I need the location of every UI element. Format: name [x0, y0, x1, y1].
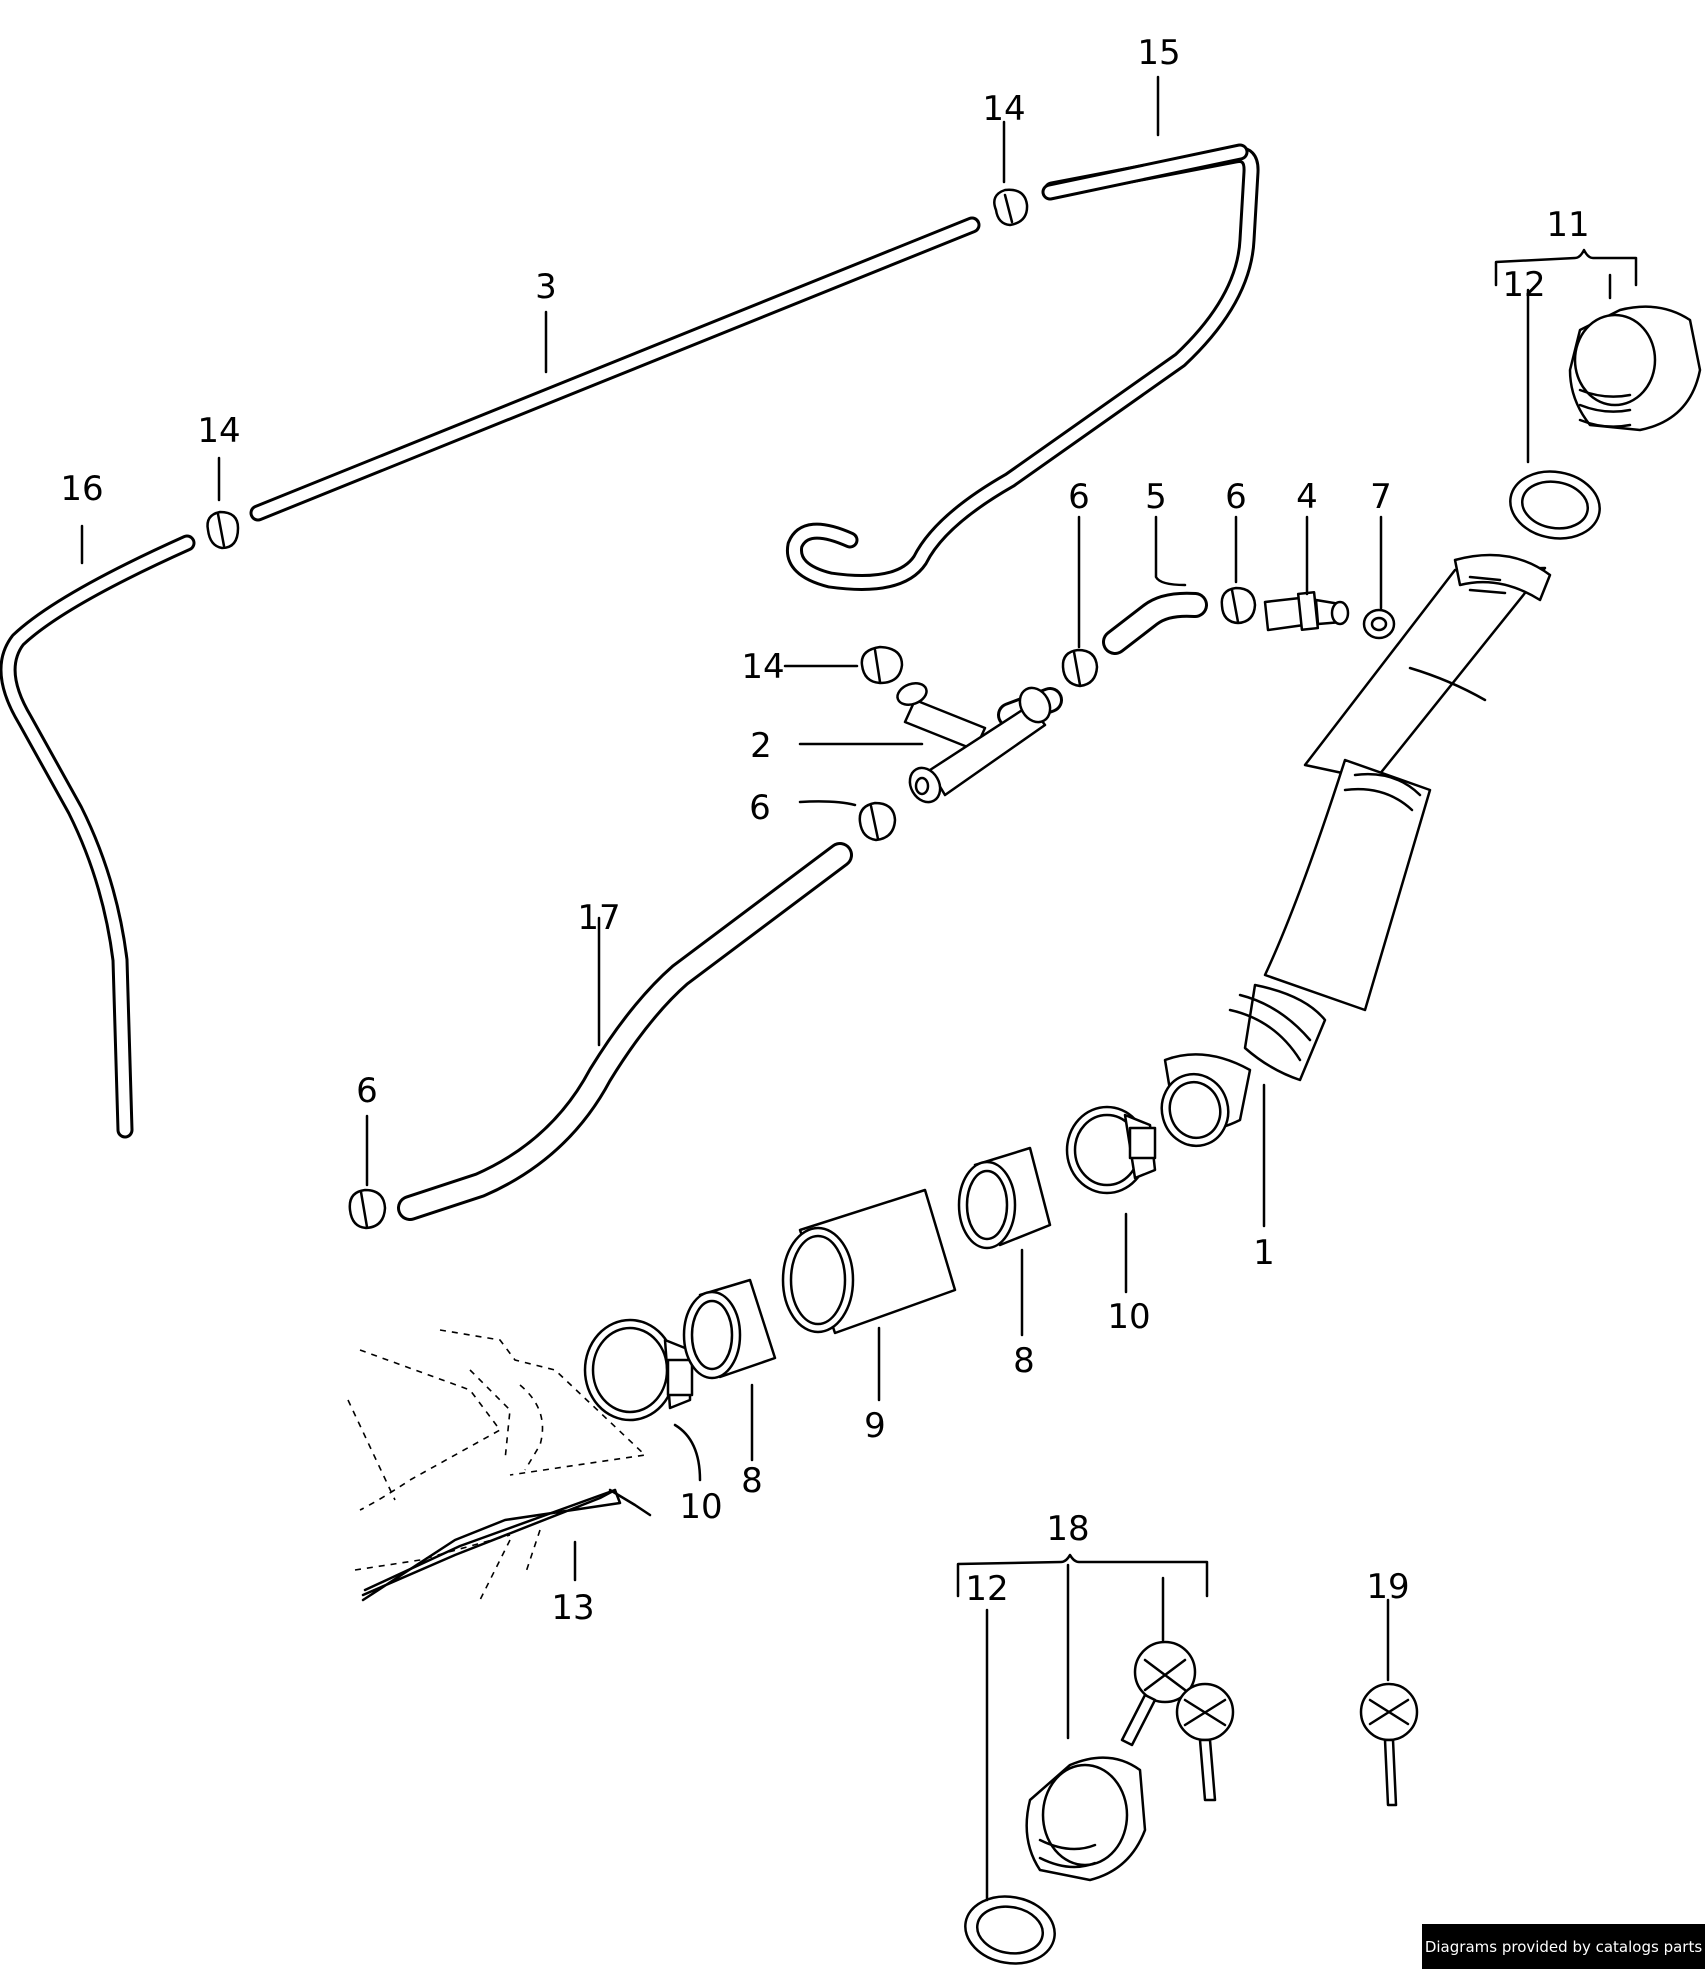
callout-13: 13 — [551, 1588, 594, 1628]
callout-18: 18 — [1046, 1509, 1089, 1549]
callout-5: 5 — [1145, 477, 1167, 517]
clamp-6-top — [1061, 648, 1099, 688]
body-outline-part-13 — [347, 1329, 652, 1602]
key-part-18-b — [1175, 1682, 1235, 1802]
callout-10: 10 — [679, 1487, 722, 1527]
clamp-6-bottom — [348, 1188, 387, 1230]
callout-16: 16 — [60, 469, 103, 509]
callout-12: 12 — [1502, 265, 1545, 305]
callout-6: 6 — [1225, 477, 1247, 517]
ring-part-12-bottom — [964, 1895, 1056, 1965]
callout-4: 4 — [1296, 477, 1318, 517]
callout-7: 7 — [1370, 477, 1392, 517]
sleeve-part-9 — [781, 1188, 957, 1335]
callout-2: 2 — [750, 726, 772, 766]
connector-part-4 — [1263, 591, 1350, 632]
hose-15 — [785, 146, 1260, 591]
key-part-18-a — [1120, 1640, 1197, 1747]
callout-14: 14 — [982, 89, 1025, 129]
clamp-14-mid — [860, 645, 904, 685]
callout-17: 17 — [577, 898, 620, 938]
callout-10: 10 — [1107, 1297, 1150, 1337]
callout-6: 6 — [749, 788, 771, 828]
hose-17 — [397, 842, 853, 1221]
callout-14: 14 — [197, 411, 240, 451]
callouts: 15 14 3 11 12 14 16 6 5 6 4 7 14 2 6 17 … — [60, 33, 1589, 1628]
key-part-19 — [1359, 1682, 1419, 1807]
clamp-14-left — [206, 510, 240, 550]
callout-9: 9 — [864, 1406, 886, 1446]
ring-part-12-top — [1509, 470, 1601, 540]
bracket-part-18 — [956, 1553, 1209, 1598]
callout-6: 6 — [1068, 477, 1090, 517]
callout-12: 12 — [965, 1569, 1008, 1609]
callout-1: 1 — [1253, 1233, 1275, 1273]
callout-8: 8 — [741, 1461, 763, 1501]
attribution-badge: Diagrams provided by catalogs parts — [1422, 1924, 1705, 1969]
callout-15: 15 — [1137, 33, 1180, 73]
hose-15-top — [1041, 143, 1249, 201]
callout-8: 8 — [1013, 1341, 1035, 1381]
hose-clamp-part-10-left — [583, 1318, 694, 1422]
clamp-6-mid — [858, 801, 897, 842]
callout-14: 14 — [741, 647, 784, 687]
hose-5 — [1102, 591, 1208, 655]
callout-19: 19 — [1366, 1567, 1409, 1607]
cap-part-11 — [1568, 305, 1702, 432]
hose-clamp-part-10-right — [1065, 1105, 1157, 1195]
callout-11: 11 — [1546, 205, 1589, 245]
sleeve-part-8-left — [682, 1278, 777, 1380]
cap-part-18 — [1025, 1756, 1147, 1882]
leader-lines — [80, 75, 1612, 1902]
clamp-14-top — [993, 188, 1029, 227]
hose-3 — [249, 216, 981, 522]
clamp-6-right — [1220, 586, 1257, 625]
hose-16 — [0, 534, 196, 1139]
sleeve-part-8-right — [957, 1146, 1052, 1250]
filler-pipe-part-1 — [1160, 553, 1552, 1148]
callout-3: 3 — [535, 267, 557, 307]
callout-6: 6 — [356, 1071, 378, 1111]
bracket-part-11 — [1494, 248, 1638, 287]
washer-part-7 — [1362, 608, 1396, 640]
t-piece-part-2 — [896, 682, 1052, 804]
